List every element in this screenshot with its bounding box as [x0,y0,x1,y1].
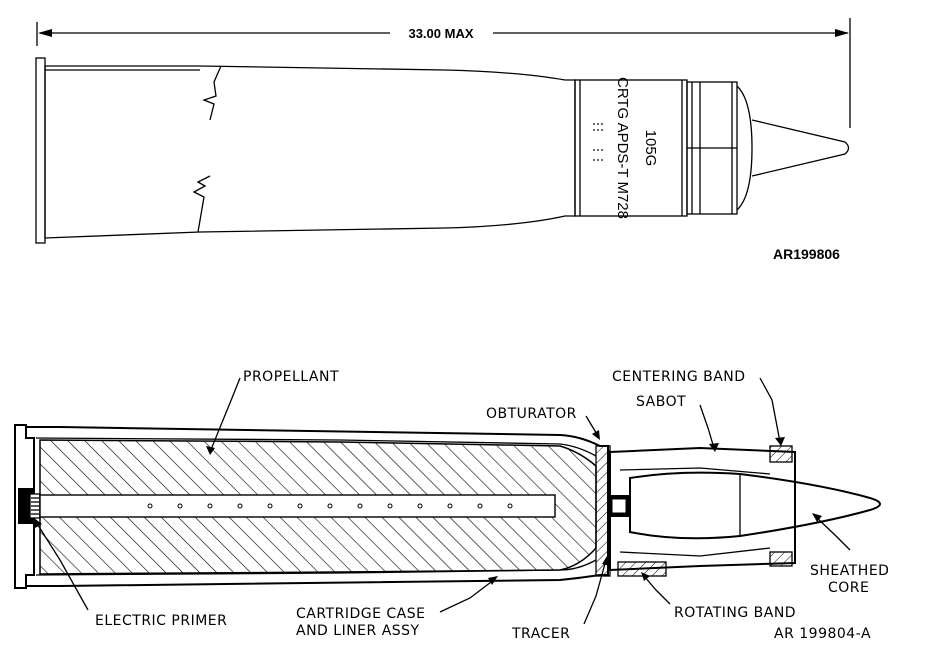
label-electric-primer: ELECTRIC PRIMER [95,613,227,629]
label-centering-band: CENTERING BAND [612,369,746,385]
break-line-upper [202,65,222,121]
top-view-reference-code: AR199806 [773,246,840,262]
obturator [595,445,611,577]
dimension-arrow-right [835,29,849,37]
case-marking-line1: 105G [642,130,659,167]
dimension-label: 33.00 MAX [408,26,473,41]
dimension-arrow-left [38,29,52,37]
label-rotating-band: ROTATING BAND [674,605,796,621]
centering-band-section [769,445,793,463]
label-sabot: SABOT [636,394,686,410]
primer-tube-vents [147,503,513,509]
cartridge-case-outline [44,65,576,239]
top-view: 33.00 MAX 105G CRTG APDS-T M728 [35,18,851,262]
case-rim [35,57,46,244]
section-view-reference-code: AR 199804-A [774,626,871,642]
case-base [14,424,35,589]
label-propellant: PROPELLANT [243,369,339,385]
lot-number-dots [593,123,603,161]
overall-length-dimension: 33.00 MAX [36,18,851,128]
break-line-lower [192,175,211,233]
label-cartridge-case-line1: CARTRIDGE CASE [296,606,425,622]
case-marking-line2: CRTG APDS-T M728 [614,77,631,219]
section-view: PROPELLANT OBTURATOR CENTERING BAND SABO… [14,369,889,642]
leader-lines [34,377,851,625]
sabot [609,446,796,572]
penetrator-tip [751,119,850,177]
label-obturator: OBTURATOR [486,406,577,422]
sheathed-core [629,471,881,540]
label-cartridge-case-line2: AND LINER ASSY [296,623,420,639]
label-sheathed-core-line1: SHEATHED [810,563,889,579]
label-tracer: TRACER [511,626,570,642]
rotating-band-section [617,561,667,577]
label-sheathed-core-line2: CORE [828,580,869,596]
front-bourrelet [736,85,753,211]
